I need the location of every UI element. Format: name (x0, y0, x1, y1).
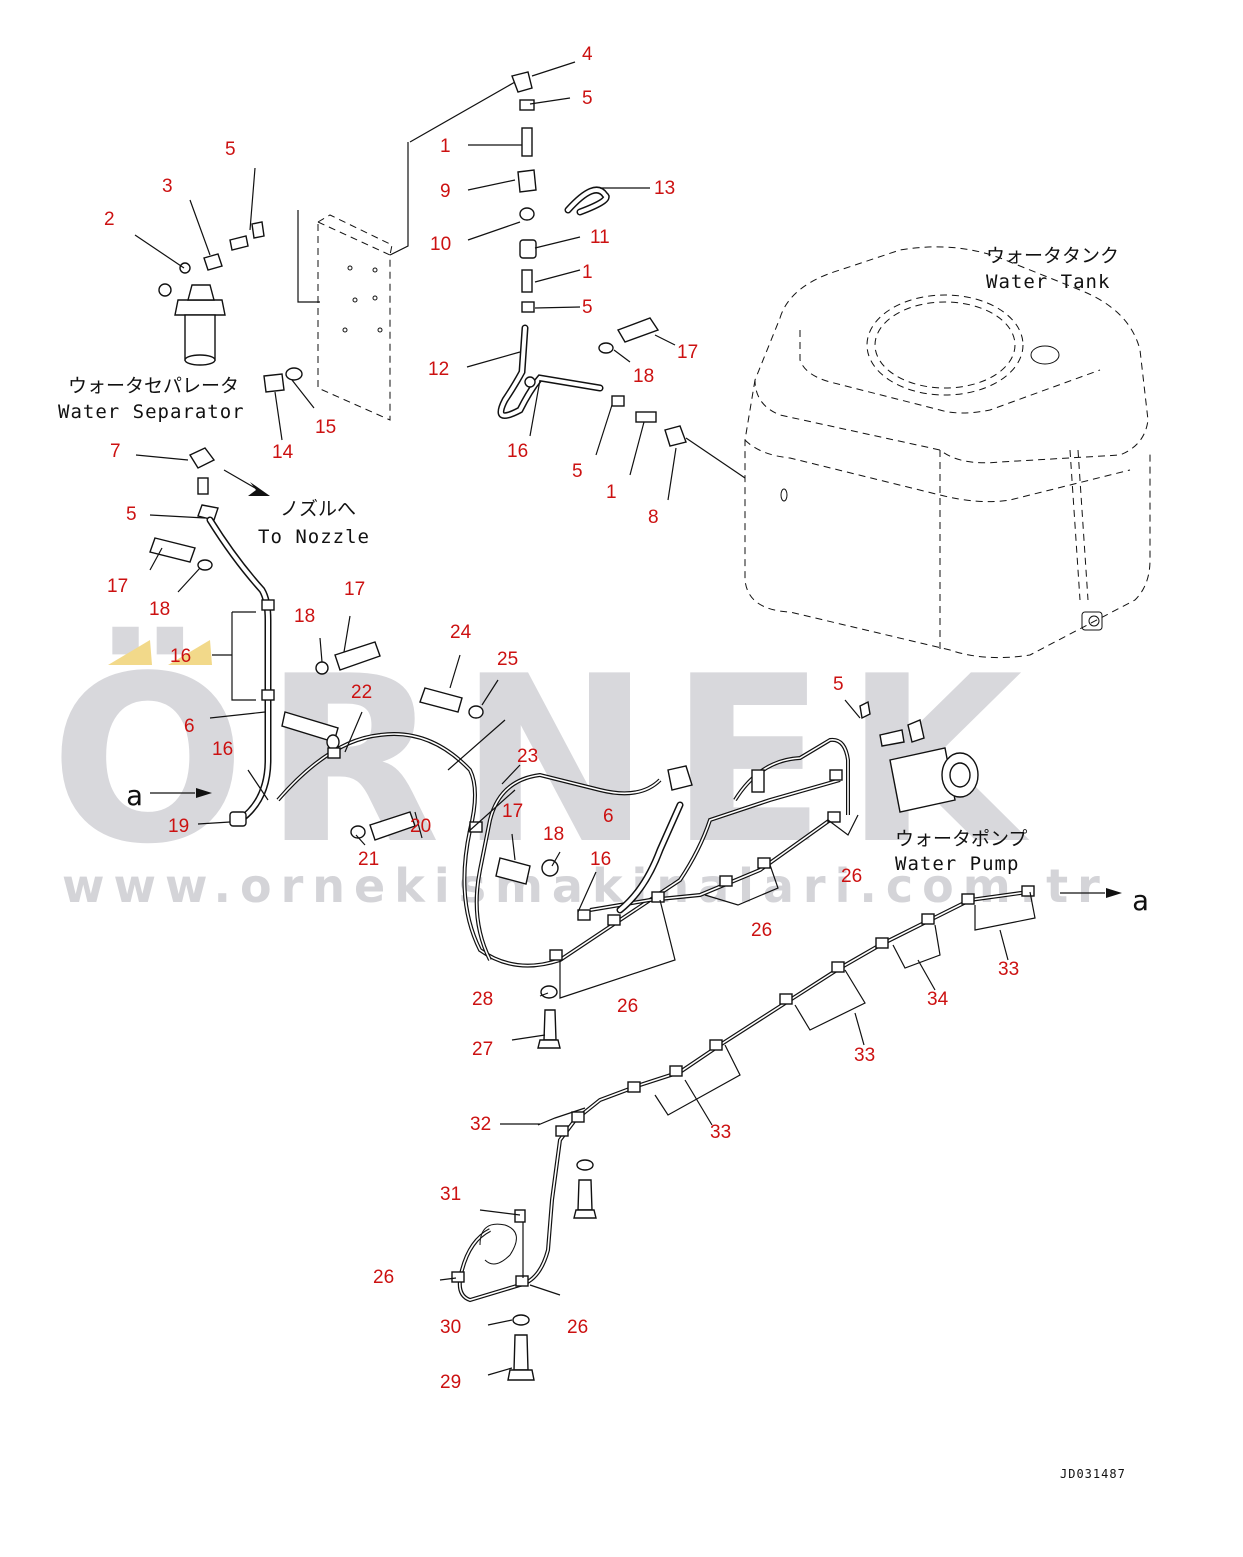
part-label: 15 (315, 417, 336, 438)
caption-to-nozzle-en: To Nozzle (258, 526, 370, 548)
part-label: 30 (440, 1317, 461, 1338)
bracket-plate (297, 81, 516, 421)
part-label: 1 (440, 136, 451, 157)
part-label: 6 (603, 806, 614, 827)
part-label: 16 (590, 849, 611, 870)
part-label: 26 (751, 920, 772, 941)
part-label: 19 (168, 816, 189, 837)
part-label: 3 (162, 176, 173, 197)
part-label: 27 (472, 1039, 493, 1060)
lower-hose-run (451, 885, 1036, 1381)
watermark-umlaut-left (108, 640, 152, 665)
part-label: 17 (502, 801, 523, 822)
part-label: 16 (170, 646, 191, 667)
part-label: 31 (440, 1184, 461, 1205)
part-label: 18 (543, 824, 564, 845)
part-label: 26 (841, 866, 862, 887)
part-label: 17 (677, 342, 698, 363)
watermark-url: www.ornekismakinalari.com.tr (62, 859, 1109, 913)
water-separator (158, 221, 265, 366)
part-label: 21 (358, 849, 379, 870)
caption-water-separator-en: Water Separator (58, 401, 245, 423)
connector-a-left: a (126, 779, 144, 812)
part-label: 14 (272, 442, 294, 463)
part-label: 6 (184, 716, 195, 737)
part-label: 4 (582, 44, 593, 65)
connector-a-right: a (1132, 884, 1150, 917)
part-labels: 4 5 1 9 13 10 11 1 5 12 17 18 16 5 1 8 5… (104, 44, 1019, 1393)
caption-water-tank-en: Water Tank (986, 271, 1110, 293)
part-label: 26 (567, 1317, 588, 1338)
part-label: 17 (344, 579, 365, 600)
part-label: 2 (104, 209, 115, 230)
caption-water-separator-jp: ウォータセパレータ (68, 375, 239, 397)
caption-water-tank-jp: ウォータタンク (986, 245, 1119, 267)
part-label: 33 (710, 1122, 731, 1143)
part-label: 1 (606, 482, 617, 503)
part-label: 5 (126, 504, 137, 525)
part-label: 18 (294, 606, 315, 627)
part-label: 20 (410, 816, 431, 837)
part-label: 5 (225, 139, 236, 160)
watermark-brand: ÖRNEK (50, 626, 1040, 895)
part-label: 28 (472, 989, 493, 1010)
part-label: 26 (617, 996, 638, 1017)
left-hose-assembly (149, 447, 484, 841)
part-label: 18 (633, 366, 654, 387)
part-label: 5 (582, 297, 593, 318)
leader-lines (134, 61, 1122, 1376)
part-label: 26 (373, 1267, 394, 1288)
part-label: 32 (470, 1114, 491, 1135)
part-label: 33 (998, 959, 1019, 980)
part-label: 25 (497, 649, 518, 670)
part-label: 16 (212, 739, 233, 760)
water-tank-drawing (744, 246, 1151, 659)
part-label: 12 (428, 359, 449, 380)
center-hose (276, 700, 979, 1049)
part-label: 13 (654, 178, 675, 199)
drawing-code: JD031487 (1060, 1467, 1126, 1481)
upper-fittings (263, 71, 746, 479)
part-label: 22 (351, 682, 372, 703)
part-label: 34 (927, 989, 949, 1010)
part-label: 23 (517, 746, 538, 767)
part-label: 29 (440, 1372, 461, 1393)
captions: ウォータセパレータ Water Separator ウォータタンク Water … (58, 245, 1150, 1481)
watermark-umlaut-right (168, 640, 212, 665)
part-label: 7 (110, 441, 121, 462)
part-label: 9 (440, 181, 451, 202)
part-label: 5 (582, 88, 593, 109)
part-label: 5 (572, 461, 583, 482)
caption-water-pump-en: Water Pump (895, 853, 1019, 875)
part-label: 17 (107, 576, 128, 597)
part-label: 8 (648, 507, 659, 528)
part-label: 10 (430, 234, 451, 255)
part-label: 16 (507, 441, 528, 462)
caption-water-pump-jp: ウォータポンプ (895, 828, 1027, 850)
part-label: 33 (854, 1045, 875, 1066)
part-label: 24 (450, 622, 472, 643)
part-label: 5 (833, 674, 844, 695)
part-label: 18 (149, 599, 170, 620)
watermark: ÖRNEK www.ornekismakinalari.com.tr (50, 626, 1109, 913)
part-label: 11 (590, 227, 610, 248)
caption-to-nozzle-jp: ノズルへ (280, 498, 356, 520)
part-label: 1 (582, 262, 593, 283)
